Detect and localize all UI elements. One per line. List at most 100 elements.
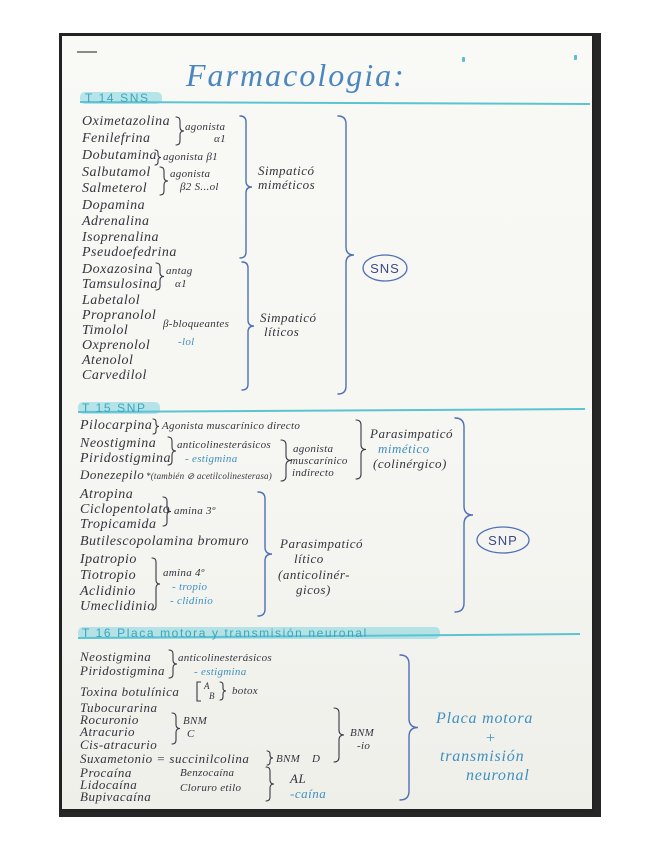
class-note: agonista β1: [163, 151, 218, 163]
drug-item: Isoprenalina: [82, 230, 160, 245]
brace: [337, 115, 355, 395]
class-note: anticolinesterásicos: [177, 439, 271, 451]
brace: [399, 654, 419, 801]
class-note: antag: [166, 265, 193, 277]
toxin-bracket: [196, 681, 201, 702]
drug-item: Fenilefrina: [82, 131, 151, 146]
drug-item: Neostigmina: [80, 436, 157, 451]
drug-item: Umeclidinio: [80, 599, 155, 614]
class-note: β2 S...ol: [180, 181, 219, 193]
page-title: Farmacologia:: [186, 57, 406, 93]
toxin-type: B: [209, 691, 215, 701]
system-circle: [362, 254, 408, 282]
drug-item: Tropicamida: [80, 517, 157, 532]
drug-item: Aclidinio: [80, 584, 136, 599]
drug-item: Butilescopolamina bromuro: [80, 534, 249, 549]
brace: [154, 149, 162, 166]
drug-item: Lidocaína: [80, 777, 138, 792]
drug-item: Salmeterol: [82, 181, 148, 196]
suffix-note: -caína: [290, 786, 327, 801]
system-circle: [476, 526, 530, 554]
group-label: gicos): [296, 582, 331, 597]
group-label: transmisión: [440, 748, 525, 765]
group-label: (anticolinér-: [278, 567, 350, 582]
system-label: SNS: [370, 261, 400, 276]
drug-item: Pseudoefedrina: [82, 245, 177, 260]
class-note: β-bloqueantes: [163, 318, 230, 330]
system-label: SNP: [488, 533, 518, 548]
class-note: agonista: [185, 121, 226, 133]
brace: [257, 491, 273, 617]
class-note: amina 3º: [174, 505, 216, 517]
brace: [266, 750, 274, 766]
brace: [265, 766, 275, 802]
class-note: agonista: [170, 168, 211, 180]
class-note: indirecto: [292, 467, 335, 479]
drug-item: Dopamina: [82, 198, 146, 213]
class-note: C: [187, 728, 195, 740]
section-header: T 15 SNP: [82, 401, 147, 415]
brace: [151, 557, 161, 611]
drug-item: Salbutamol: [82, 165, 151, 180]
drug-item: Tubocurarina: [80, 700, 158, 715]
brace: [175, 116, 185, 146]
brace: [167, 436, 177, 466]
brace: [333, 707, 345, 763]
drug-item: Pilocarpina: [80, 418, 153, 433]
drug-item: Dobutamina: [82, 148, 157, 163]
drug-item: Neostigmina: [80, 649, 152, 664]
header-rule: [79, 101, 591, 105]
drug-item: Oximetazolina: [82, 114, 171, 129]
group-label: (colinérgico): [373, 456, 447, 471]
class-note: AL: [290, 771, 307, 786]
drug-item: Cloruro etilo: [180, 782, 242, 794]
brace: [162, 496, 172, 527]
group-label: miméticos: [258, 177, 316, 192]
teal-mark: [574, 55, 577, 60]
suffix-note: - estigmina: [194, 666, 247, 678]
section-header: T 16 Placa motora y transmisión neuronal: [82, 626, 368, 640]
group-label: Simpaticó: [258, 163, 315, 178]
brace: [155, 262, 165, 291]
drug-item: Toxina botulínica: [80, 684, 180, 699]
brace: [168, 649, 178, 679]
class-note: α1: [175, 278, 187, 290]
drug-footnote: *(también ⊘ acetilcolinesterasa): [146, 471, 272, 481]
drug-item: Donezepilo: [80, 467, 145, 482]
drug-item: Labetalol: [82, 293, 141, 308]
class-note: α1: [214, 133, 226, 145]
drug-item: Timolol: [82, 323, 129, 338]
drug-item: Procaína: [80, 765, 132, 780]
pencil-dash: [77, 51, 97, 53]
class-note: BNM: [276, 753, 301, 765]
brace: [280, 439, 292, 482]
drug-item: Suxametonio = succinilcolina: [80, 751, 250, 766]
header-rule: [77, 633, 581, 639]
drug-item: Propranolol: [82, 308, 157, 323]
suffix-note: - estigmina: [185, 453, 238, 465]
suffix-note: -io: [357, 740, 371, 752]
drug-item: Ciclopentolato: [80, 502, 171, 517]
group-label: Parasimpaticó: [280, 536, 364, 551]
class-note: botox: [232, 685, 258, 697]
header-highlight: [80, 92, 162, 104]
group-label: líticos: [264, 324, 300, 339]
group-label: Simpaticó: [260, 310, 317, 325]
notebook-page: [62, 36, 592, 809]
suffix-note: - clidinio: [170, 595, 214, 607]
drug-item: Atracurio: [80, 724, 136, 739]
toxin-type: A: [204, 681, 210, 691]
drug-item: Tiotropio: [80, 568, 137, 583]
brace: [152, 418, 160, 435]
class-note: BNM: [183, 715, 208, 727]
teal-mark: [462, 57, 465, 62]
header-rule: [77, 408, 586, 413]
group-label: Parasimpaticó: [370, 426, 454, 441]
brace: [241, 261, 255, 391]
class-note: Agonista muscarínico directo: [162, 420, 301, 432]
drug-item: Atropina: [80, 487, 134, 502]
class-note: anticolinesterásicos: [178, 652, 272, 664]
brace: [355, 419, 367, 480]
